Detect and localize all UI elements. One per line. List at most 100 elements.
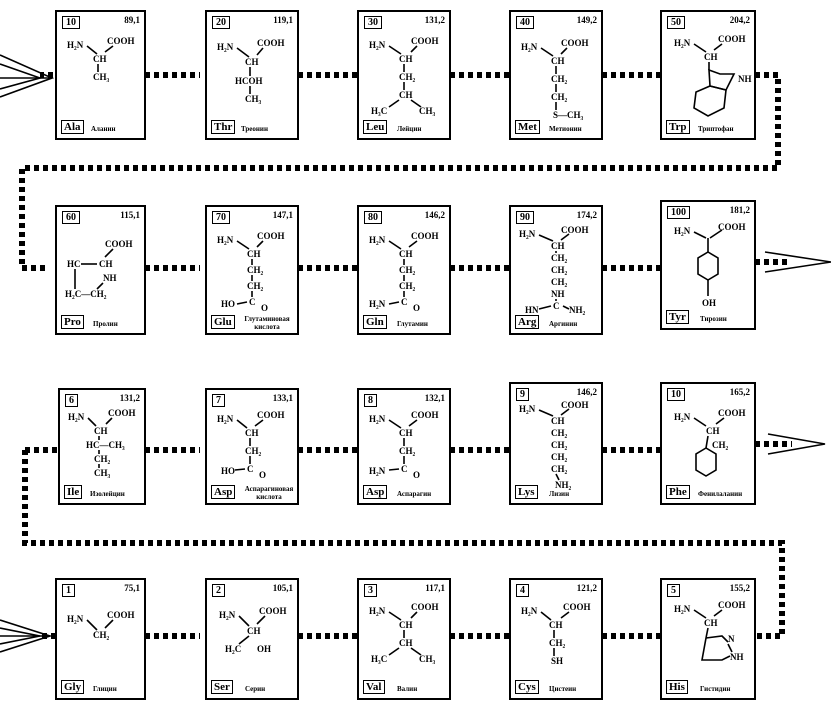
sequence-number: 90 — [516, 211, 534, 224]
molecular-weight: 149,2 — [576, 15, 597, 25]
formula-group: H₂N — [369, 414, 386, 424]
formula-group: H₃C — [371, 654, 388, 664]
amino-acid-card-leu: 30 131,2 H₂N COOH CH CH₂ CH H₃C CH₃ Leu … — [357, 10, 451, 140]
formula-group: O — [413, 470, 421, 480]
formula-group: CH — [399, 249, 413, 259]
formula-group: CH₂ — [399, 446, 416, 456]
sequence-number: 1 — [62, 584, 75, 597]
formula-group: CH₂ — [551, 428, 568, 438]
amino-acid-name: Аланин — [91, 125, 116, 133]
amino-acid-code: Ser — [211, 680, 233, 694]
amino-acid-name: Пролин — [93, 320, 118, 328]
formula-group: H₂N — [67, 614, 84, 624]
amino-acid-code: Tyr — [666, 310, 689, 324]
amino-acid-card-ala: 10 89,1 H₂N COOH CH CH₃ Ala Аланин — [55, 10, 146, 140]
formula-group: COOH — [561, 38, 589, 48]
formula-group: H₂N — [521, 606, 538, 616]
amino-acid-name: Триптофан — [698, 125, 734, 133]
formula-group: C — [553, 301, 560, 311]
structure-bonds — [388, 419, 418, 471]
amino-acid-card-asp-acid: 7 133,1 H₂N COOH CH CH₂ HO C O Asp Аспар… — [205, 388, 299, 505]
amino-acid-name: Валин — [397, 685, 418, 693]
amino-acid-code: Glu — [211, 315, 235, 329]
molecular-weight: 89,1 — [124, 15, 140, 25]
amino-acid-code: Phe — [666, 485, 690, 499]
formula-group: CH — [94, 426, 108, 436]
amino-acid-card-ser: 2 105,1 H₂N COOH CH H₂C OH Ser Серин — [205, 578, 299, 700]
formula-group: COOH — [411, 602, 439, 612]
formula-group: CH₂ — [399, 72, 416, 82]
amino-acid-name: Цистеин — [549, 685, 577, 693]
formula-group: HO — [221, 466, 236, 476]
sequence-number: 10 — [667, 388, 685, 401]
sequence-number: 70 — [212, 211, 230, 224]
amino-acid-name: Метионин — [549, 125, 582, 133]
formula-group: COOH — [718, 408, 746, 418]
molecular-weight: 165,2 — [729, 387, 750, 397]
structure-bonds — [388, 240, 418, 305]
sequence-number: 6 — [65, 394, 78, 407]
amino-acid-name: Тирозин — [700, 315, 727, 323]
molecular-weight: 146,2 — [576, 387, 597, 397]
amino-acid-code: Cys — [515, 680, 539, 694]
formula-group: COOH — [257, 410, 285, 420]
formula-group: H₂N — [519, 229, 536, 239]
formula-group: OH — [702, 298, 717, 308]
sequence-number: 7 — [212, 394, 225, 407]
amino-acid-code: Met — [515, 120, 540, 134]
formula-group: H₂N — [674, 226, 691, 236]
formula-group: CH — [247, 249, 261, 259]
structure-bonds — [388, 611, 422, 656]
structure-bonds — [86, 45, 114, 72]
formula-group: CH₂ — [551, 452, 568, 462]
amino-acid-code: Thr — [211, 120, 236, 134]
formula-group: H₂N — [674, 604, 691, 614]
formula-group: HC—CH₃ — [86, 440, 125, 450]
amino-acid-card-tyr: 100 181,2 H₂N COOH OH Tyr Тирозин — [660, 200, 756, 330]
sequence-number: 40 — [516, 16, 534, 29]
formula-group: CH — [551, 56, 565, 66]
formula-group: HO — [221, 299, 236, 309]
molecular-weight: 121,2 — [576, 583, 597, 593]
connector — [22, 450, 785, 639]
formula-group: CH₂ — [245, 446, 262, 456]
formula-group: CH — [551, 416, 565, 426]
formula-group: O — [413, 303, 421, 313]
sequence-number: 80 — [364, 211, 382, 224]
formula-group: CH₃ — [245, 94, 262, 104]
formula-group: COOH — [411, 410, 439, 420]
formula-group: HC — [67, 259, 81, 269]
amino-acid-card-thr: 20 119,1 H₂N COOH CH HCOH CH₃ Thr Треони… — [205, 10, 299, 140]
formula-group: H₂N — [369, 299, 386, 309]
amino-acid-name: Серин — [245, 685, 266, 693]
molecular-weight: 105,1 — [272, 583, 293, 593]
formula-group: NH₂ — [569, 305, 586, 315]
amino-acid-code: Ile — [64, 485, 83, 499]
amino-acid-card-trp: 50 204,2 H₂N COOH CH NH Trp Триптофан — [660, 10, 756, 140]
amino-acid-card-gly: 1 75,1 H₂N COOH CH₂ Gly Глицин — [55, 578, 146, 700]
amino-acid-card-asp-amide: 8 132,1 H₂N COOH CH CH₂ H₂N C O Asp Аспа… — [357, 388, 451, 505]
formula-group: O — [261, 303, 269, 313]
sequence-number: 4 — [516, 584, 529, 597]
formula-group: CH₃ — [419, 106, 436, 116]
formula-group: H₂N — [369, 606, 386, 616]
sequence-number: 3 — [364, 584, 377, 597]
molecular-weight: 75,1 — [124, 583, 140, 593]
amino-acid-code: Ala — [61, 120, 84, 134]
formula-group: CH — [704, 618, 718, 628]
formula-group: CH — [245, 57, 259, 67]
formula-group: NH₂ — [555, 480, 572, 490]
structure-bonds — [538, 408, 570, 481]
molecular-weight: 181,2 — [729, 205, 750, 215]
sequence-number: 60 — [62, 211, 80, 224]
amino-acid-card-met: 40 149,2 H₂N COOH CH CH₂ CH₂ S—CH₃ Met М… — [509, 10, 603, 140]
structure-bonds — [74, 248, 114, 290]
structure-bonds — [538, 233, 570, 310]
formula-group: CH₂ — [551, 253, 568, 263]
amino-acid-code: His — [666, 680, 688, 694]
molecular-weight: 131,2 — [119, 393, 140, 403]
amino-acid-card-his: 5 155,2 H₂N COOH CH N NH His Гистидин — [660, 578, 756, 700]
formula-group: COOH — [718, 34, 746, 44]
formula-group: H₂N — [217, 414, 234, 424]
